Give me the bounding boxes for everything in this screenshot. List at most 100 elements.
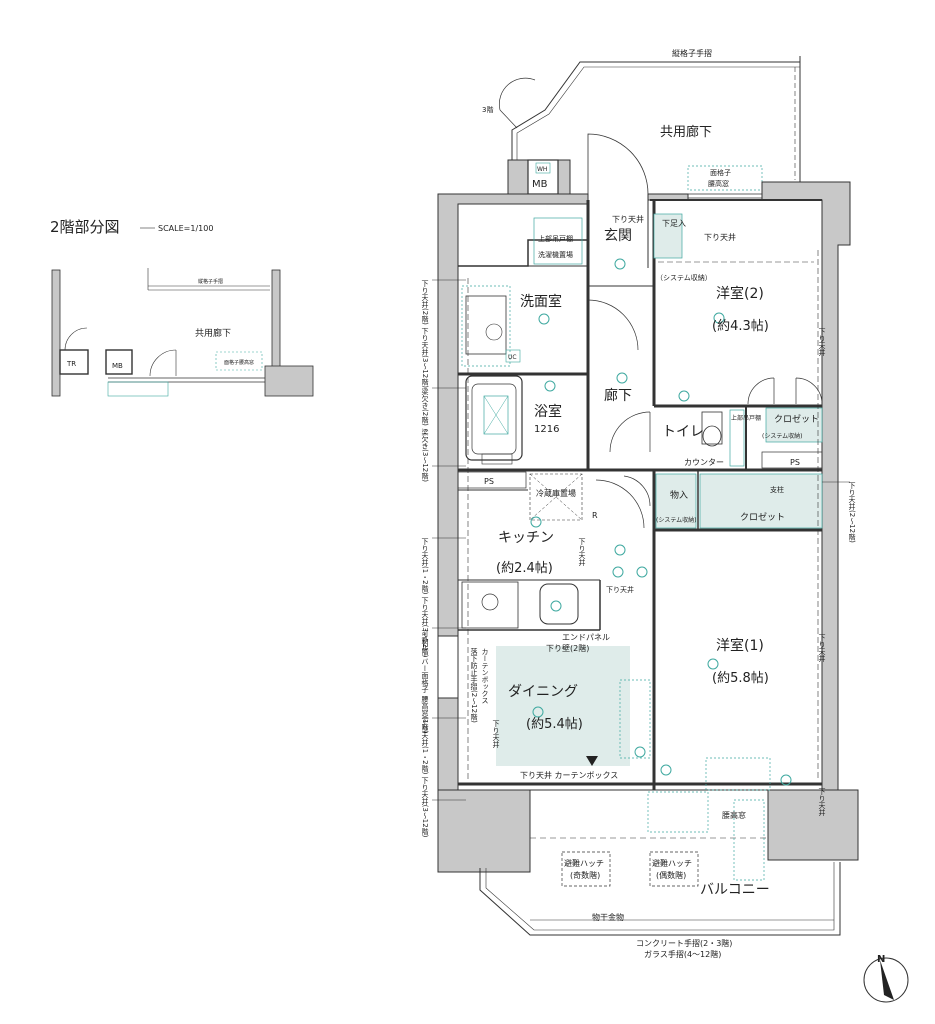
inset-tr: TR — [66, 360, 76, 368]
balcony-outline — [479, 679, 841, 936]
ps1-label: PS — [484, 477, 494, 486]
dining-area — [496, 646, 630, 766]
outer-walls — [437, 181, 859, 873]
r-mark: R — [592, 511, 598, 520]
north-label: N — [877, 954, 885, 965]
right-ceiling-1: 下り天井 — [818, 328, 826, 357]
hallway-label: 廊下 — [604, 387, 632, 404]
entry-marker — [586, 756, 598, 766]
svg-text:(奇数階): (奇数階) — [570, 870, 600, 880]
bathroom-label: 浴室 — [534, 403, 562, 420]
toilet-label: トイレ — [662, 424, 704, 440]
kitchen-label: キッチン — [498, 530, 554, 546]
svg-text:腰高窓: 腰高窓 — [708, 179, 729, 188]
left-note-1: 下り天井(2階) 下り天井(3〜12階) — [421, 280, 429, 388]
shoebox-box — [653, 213, 683, 259]
left-note-4: 可動ルーバー面格子 腰高窓(1階) — [421, 630, 429, 733]
closet-top-sub: (システム収納) — [762, 432, 803, 440]
ceiling-top-label: 下り天井 — [704, 232, 736, 242]
concrete-railing-label: コンクリート手摺(2・3階) — [636, 938, 732, 948]
light-fixtures — [530, 258, 792, 786]
inset-title: 2階部分図 — [50, 218, 120, 236]
bathtub — [465, 375, 523, 465]
inset-scale: SCALE=1/100 — [158, 224, 213, 233]
ps1-box — [457, 471, 527, 489]
mb-cabinet: WH MB — [507, 159, 571, 195]
left-note-5: 下り天井(1・2階) 下り天井(3〜12階) — [421, 718, 429, 838]
fridge-label: 冷蔵庫置場 — [536, 488, 576, 498]
ps2-label: PS — [790, 458, 800, 467]
fridge-box — [529, 473, 583, 521]
curtain-box-vertical: カーテンボックス — [481, 648, 489, 704]
closet-top-label: クロゼット — [774, 413, 819, 425]
storage-label: 物入 — [670, 489, 688, 501]
svg-text:(偶数階): (偶数階) — [656, 870, 686, 880]
drying-hardware-label: 物干金物 — [592, 912, 624, 922]
right-ceiling-3: 下り天井 — [818, 788, 826, 817]
bath-size: 1216 — [534, 424, 559, 435]
mb-label: MB — [532, 179, 548, 190]
room-labels: 下り天井 玄関 下足入 下り天井 （システム収納） 上部吊戸棚 洗濯機置場 洗面… — [484, 214, 819, 959]
waist-window-label: 腰高窓 — [722, 810, 746, 820]
dining-label: ダイニング — [508, 684, 578, 700]
side-notes: 下り天井(2階) 下り天井(3〜12階) 梁欠き(2階) 梁欠き(3〜12階) … — [421, 280, 856, 838]
interior-walls — [458, 199, 822, 791]
balcony-label: バルコニー — [700, 882, 770, 898]
inset-mb: MB — [112, 362, 123, 370]
top-railing: 縦格子手摺 3階 — [482, 48, 801, 190]
uc-label: UC — [508, 354, 517, 361]
wh-label: WH — [537, 166, 547, 173]
system-storage-top: （システム収納） — [656, 273, 712, 282]
dining-ceiling: 下り天井 — [492, 720, 500, 749]
washroom-label: 洗面室 — [520, 293, 562, 310]
lattice-window: 面格子 腰高窓 — [687, 165, 763, 199]
right-note-1: 下り天井(2〜12階) — [848, 482, 856, 543]
left-note-3: 下り天井(1・2階) 下り天井(3〜12階) — [421, 538, 429, 658]
glass-railing-label: ガラス手摺(4〜12階) — [644, 949, 721, 959]
upper-cabinet-label: 上部吊戸棚 — [538, 234, 573, 243]
ps2-box — [761, 451, 823, 469]
top-railing-label: 縦格子手摺 — [672, 48, 712, 58]
common-corridor: 共用廊下 — [660, 124, 712, 140]
inset-corridor: 共用廊下 — [195, 327, 231, 339]
inset-railing: 縦格子手摺 — [198, 278, 223, 285]
entrance-ceiling: 下り天井 — [612, 214, 644, 224]
hatch-odd-label: 避難ハッチ — [564, 858, 604, 868]
washer-label: 洗濯機置場 — [538, 250, 573, 259]
left-note-2: 梁欠き(2階) 梁欠き(3〜12階) — [421, 387, 429, 482]
lattice-window-label: 面格子 — [710, 168, 731, 177]
inset-window: 面格子腰高窓 — [224, 359, 254, 366]
pillar-label: 支柱 — [770, 485, 784, 494]
washroom-fixtures: UC — [461, 217, 583, 367]
lower-wall-label: 下り壁(2階) — [546, 643, 589, 653]
closet-mid-box — [699, 473, 823, 529]
inset-plan: 2階部分図 SCALE=1/100 縦格子手摺 共用廊下 TR MB 面格子腰高… — [50, 218, 314, 397]
kitchen-size: (約2.4帖) — [496, 561, 553, 576]
curtain-box-label: 下り天井 カーテンボックス — [520, 770, 618, 780]
right-ceiling-2: 下り天井 — [818, 634, 826, 663]
entrance-label: 玄関 — [604, 227, 632, 244]
interior-doors — [587, 299, 823, 529]
floor3-label: 3階 — [482, 105, 493, 114]
shoebox-label: 下足入 — [662, 219, 686, 228]
toilet-cabinet: 上部吊戸棚 — [731, 414, 761, 422]
hatch-even-label: 避難ハッチ — [652, 858, 692, 868]
western1-size: (約5.8帖) — [712, 671, 769, 686]
north-arrow: N — [863, 954, 909, 1003]
lower-ceiling-mid: 下り天井 — [606, 585, 634, 594]
counter-label: カウンター — [684, 458, 724, 467]
entrance-door — [587, 133, 649, 195]
western2-size: (約4.3帖) — [712, 319, 769, 334]
dining-size: (約5.4帖) — [526, 717, 583, 732]
kitchen-ceiling: 下り天井 — [578, 538, 586, 567]
leader-lines — [432, 279, 850, 801]
end-panel-label: エンドパネル — [562, 633, 610, 642]
kitchen-sink — [461, 581, 579, 629]
fall-rail-note: 落下防止手摺(2〜12階) — [470, 647, 478, 723]
western2-label: 洋室(2) — [716, 285, 764, 302]
toilet-fixture — [701, 409, 745, 467]
western1-label: 洋室(1) — [716, 637, 764, 654]
storage-sub: (システム収納) — [656, 516, 697, 524]
